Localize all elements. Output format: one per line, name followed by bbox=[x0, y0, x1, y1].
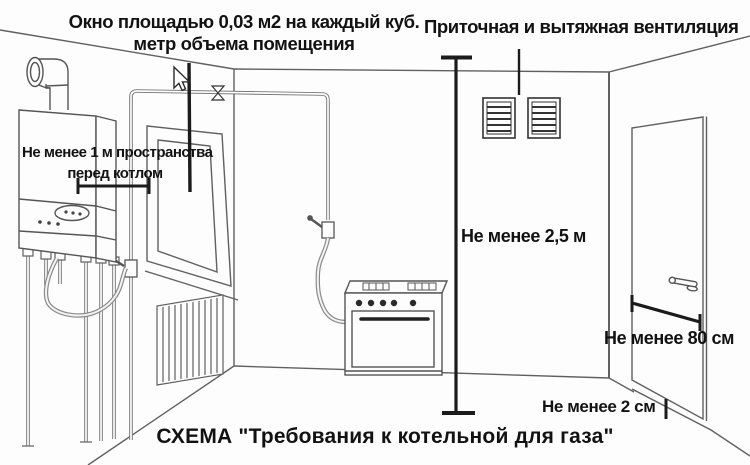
window-inner-frame bbox=[157, 139, 218, 274]
door-leaf bbox=[631, 116, 704, 421]
window-requirement-line1: Окно площадью 0,03 м2 на каждый куб. bbox=[68, 11, 420, 32]
gas-pipe bbox=[43, 85, 347, 440]
boiler-side bbox=[95, 115, 117, 263]
door-handle bbox=[668, 276, 698, 292]
vent-grille-left bbox=[482, 97, 516, 139]
door bbox=[631, 116, 708, 421]
door-gap-label: Не менее 2 см bbox=[542, 397, 656, 416]
boiler-clearance-note: Не менее 1 м пространства перед котлом bbox=[22, 142, 213, 184]
threshold-floor-line bbox=[631, 388, 750, 457]
window-requirement-note: Окно площадью 0,03 м2 на каждый куб. мет… bbox=[58, 11, 430, 55]
stove-burners bbox=[362, 282, 437, 291]
boiler-clearance-dimension bbox=[76, 178, 151, 194]
door-width-dimension bbox=[630, 295, 702, 331]
gas-boiler bbox=[18, 56, 117, 263]
boiler-control-panel bbox=[18, 198, 117, 241]
boiler-clearance-line1: Не менее 1 м пространства bbox=[22, 144, 213, 161]
radiator-body bbox=[156, 294, 224, 386]
ceiling-height-dimension bbox=[441, 55, 475, 415]
corner-floor-line bbox=[608, 377, 635, 393]
scheme-title: СХЕМА "Требования к котельной для газа" bbox=[156, 425, 614, 448]
stove-flex-hose bbox=[315, 237, 347, 325]
left-wall-floor-line bbox=[87, 365, 235, 465]
boiler-chimney bbox=[26, 56, 69, 110]
boiler-flex-hose bbox=[43, 256, 128, 318]
pipe-fittings bbox=[22, 247, 120, 447]
boiler-pipes bbox=[22, 247, 120, 447]
stove-gas-valve-icon bbox=[307, 215, 335, 239]
window-leader-line bbox=[187, 62, 192, 193]
window-requirement-line2: метр объема помещения bbox=[133, 33, 355, 54]
stove-knobs bbox=[355, 299, 417, 307]
gas-valve-icon bbox=[210, 85, 226, 101]
boiler-clearance-line2: перед котлом bbox=[67, 165, 163, 182]
far-wall-ceiling-line bbox=[233, 68, 610, 73]
ceiling-height-label: Не менее 2,5 м bbox=[461, 226, 586, 246]
radiator-fins bbox=[162, 297, 218, 383]
arrow-pointer-icon bbox=[173, 65, 191, 92]
door-width-label: Не менее 80 см bbox=[604, 328, 734, 348]
window bbox=[144, 125, 239, 301]
ventilation-note: Приточная и вытяжная вентиляция bbox=[424, 16, 739, 37]
left-wall-ceiling-line bbox=[0, 29, 235, 70]
radiator bbox=[156, 294, 224, 386]
right-wall-ceiling-line bbox=[608, 35, 750, 73]
vent-grille-right bbox=[527, 97, 561, 139]
dimension-lines bbox=[76, 49, 702, 419]
gas-stove bbox=[343, 280, 449, 376]
